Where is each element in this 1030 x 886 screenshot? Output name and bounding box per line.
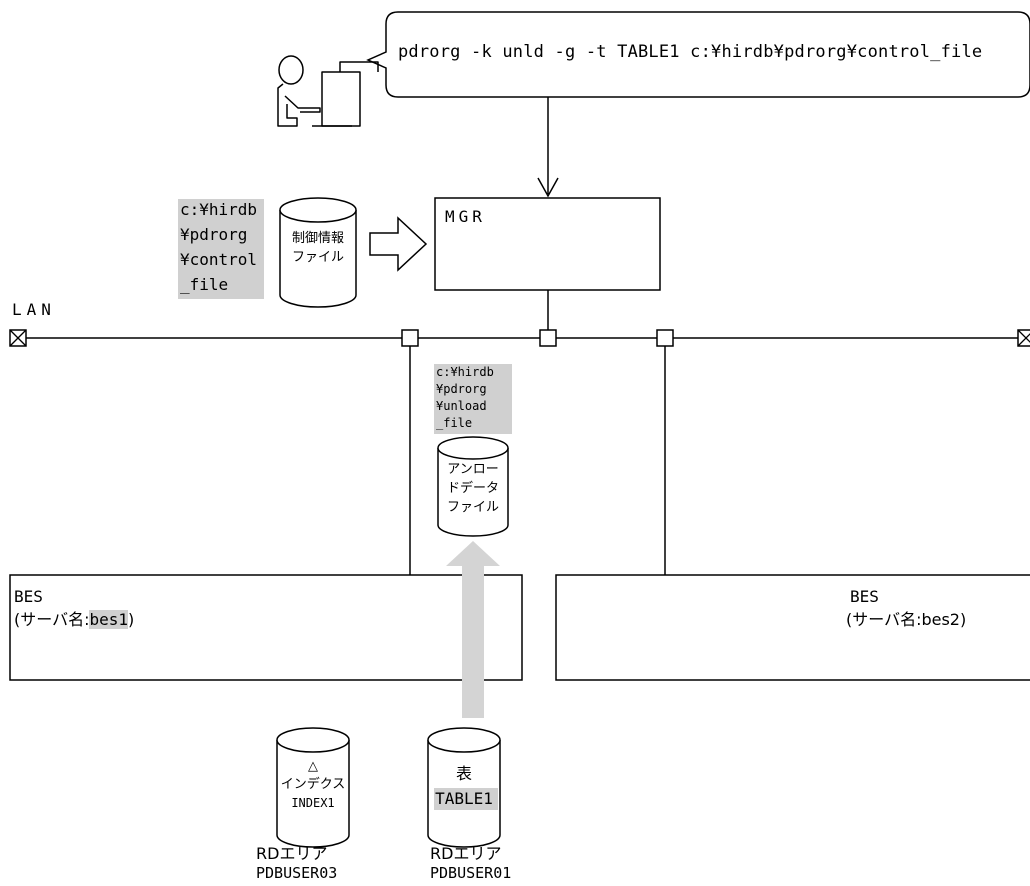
bes1-server-line: (サーバ名:bes1) (14, 610, 135, 629)
command-arrow-head (537, 177, 559, 198)
unload-file-path-line-1: c:¥hirdb (436, 365, 494, 379)
control-file-label-line-2: ファイル (291, 250, 344, 265)
lan-node-bes1 (401, 329, 419, 347)
control-file-path-line-3: ¥control (180, 250, 258, 269)
unload-file-path-line-2: ¥pdrorg (436, 382, 487, 396)
unload-file-path-highlight (434, 364, 512, 434)
index-area-line-2: INDEX1 (291, 796, 335, 810)
unload-file-label-line-3: ファイル (446, 500, 499, 515)
unload-file-path-line-3: ¥unload (436, 399, 487, 413)
unload-data-flow-arrow (446, 541, 500, 718)
unload-file-path-line-4: _file (436, 416, 473, 430)
control-file-path-highlight (178, 199, 264, 299)
table-area-rd-label: RDエリア (430, 844, 502, 863)
lan-label: LAN (12, 300, 56, 319)
bes2-title: BES (850, 587, 879, 606)
unload-file-label-line-2: ドデータ (446, 481, 499, 496)
index-area-cylinder (276, 727, 350, 848)
unload-file-cylinder (437, 436, 509, 537)
table-area-line-2: TABLE1 (435, 789, 493, 808)
table-area-name-highlight (434, 788, 498, 810)
index-area-rd-name: PDBUSER03 (256, 864, 338, 882)
bes2-server-line: (サーバ名:bes2) (846, 610, 967, 629)
table-area-line-1: 表 (455, 764, 472, 783)
table-area-rd-name: PDBUSER01 (430, 864, 512, 882)
lan-terminator-right (1017, 329, 1030, 347)
control-file-path-line-2: ¥pdrorg (180, 225, 248, 244)
control-file-label-line-1: 制御情報 (291, 231, 344, 246)
index-area-line-1: インデクス (280, 777, 346, 792)
bes1-server-name: bes1 (89, 610, 129, 629)
unload-file-label-line-1: アンロー (447, 462, 499, 477)
mgr-box (434, 197, 661, 291)
user-at-terminal-icon (277, 55, 379, 127)
control-file-path-line-1: c:¥hirdb (180, 200, 258, 219)
control-to-mgr-arrow (369, 216, 428, 272)
index-area-mark: △ (308, 759, 318, 774)
bes1-server-suffix: ) (128, 610, 135, 629)
lan-terminator-left (9, 329, 27, 347)
mgr-label: MGR (445, 207, 486, 226)
control-file-cylinder (279, 197, 357, 308)
bes1-title: BES (14, 587, 43, 606)
bes2-box (555, 574, 1030, 681)
control-file-path-line-4: _file (180, 275, 229, 294)
command-bubble (366, 11, 1030, 98)
lan-node-mgr (539, 329, 557, 347)
index-area-rd-label: RDエリア (256, 844, 328, 863)
command-text: pdrorg -k unld -g -t TABLE1 c:¥hirdb¥pdr… (398, 42, 983, 62)
lan-node-bes2 (656, 329, 674, 347)
bes1-server-prefix: (サーバ名: (14, 610, 90, 629)
